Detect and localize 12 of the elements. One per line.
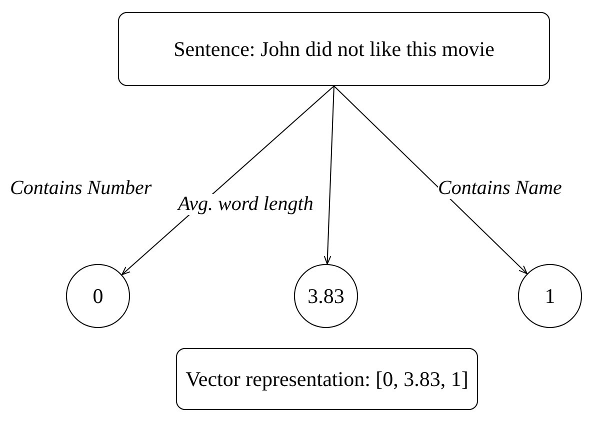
arrow xyxy=(121,86,334,276)
value-text: 1 xyxy=(544,284,556,308)
node-text: Vector representation: [0, 3.83, 1] xyxy=(186,366,468,392)
edge-label: Avg. word length xyxy=(178,194,314,215)
value-text: 0 xyxy=(92,284,104,308)
text-box xyxy=(176,348,478,410)
value-text: 3.83 xyxy=(308,284,344,308)
edge-label: Contains Name xyxy=(438,178,562,199)
text-box xyxy=(118,12,550,86)
node-text: Sentence: John did not like this movie xyxy=(174,36,494,62)
arrow xyxy=(334,86,528,274)
arrow xyxy=(324,86,334,265)
